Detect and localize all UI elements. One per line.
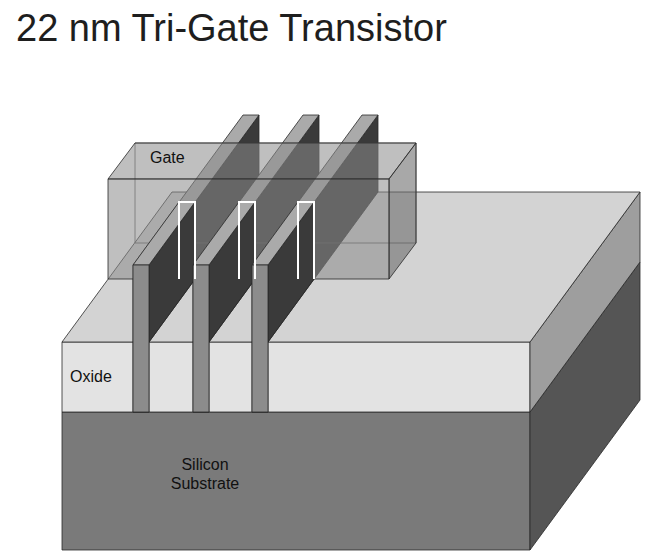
- fin-front: [133, 265, 149, 412]
- gate-top: [108, 143, 416, 179]
- fin-front: [193, 265, 209, 412]
- part-label: Oxide: [70, 367, 112, 386]
- fin-front: [193, 265, 209, 412]
- gate-side: [389, 143, 416, 279]
- fin-front: [252, 265, 268, 412]
- part-label: Silicon Substrate: [150, 455, 260, 493]
- fin-front: [133, 265, 149, 412]
- diagram-title: 22 nm Tri-Gate Transistor: [16, 6, 447, 52]
- fin-top: [133, 202, 195, 265]
- part-label: Gate: [150, 148, 185, 167]
- channel-outline: [298, 202, 314, 279]
- oxide-front: [62, 342, 530, 412]
- fin-top: [252, 202, 314, 265]
- channel-outline: [179, 202, 195, 279]
- fin-top: [193, 202, 255, 265]
- substrate-front: [62, 412, 530, 550]
- fin-front: [252, 265, 268, 412]
- channel-outline: [239, 202, 255, 279]
